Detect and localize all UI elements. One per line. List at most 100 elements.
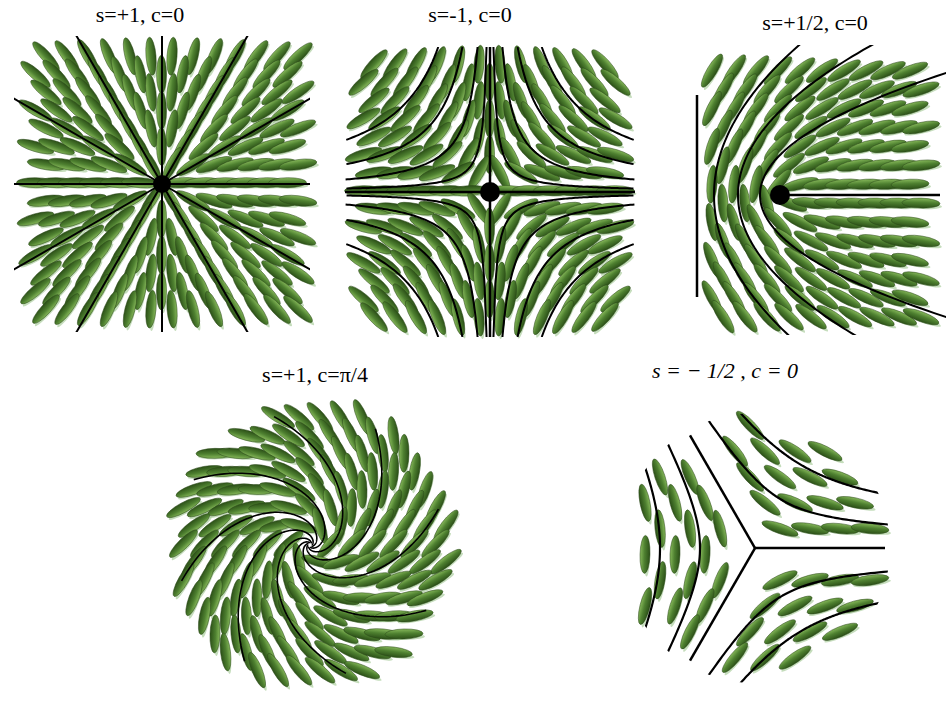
field-line (346, 204, 478, 337)
field-line (518, 220, 634, 337)
field-line (493, 195, 633, 337)
molecule (762, 462, 799, 492)
field-line (14, 184, 162, 314)
field-line (14, 183, 162, 185)
molecule (165, 73, 179, 112)
molecule (278, 157, 317, 172)
molecule (639, 535, 650, 573)
molecule (821, 620, 860, 644)
molecule (890, 98, 929, 119)
molecule (386, 416, 401, 455)
molecule (901, 233, 940, 249)
panel-half-minus (636, 396, 907, 699)
field-line (727, 599, 901, 699)
molecule (356, 470, 367, 508)
molecule (597, 104, 635, 132)
molecule (733, 460, 766, 495)
field-line (760, 45, 946, 335)
field-line (755, 547, 885, 550)
field-line (346, 244, 438, 337)
molecule (901, 118, 940, 136)
molecule (268, 177, 306, 187)
molecule (166, 37, 179, 76)
field-line (714, 45, 946, 335)
field-line (162, 184, 310, 314)
molecule (209, 615, 220, 653)
field-line (347, 195, 487, 337)
molecule (719, 433, 751, 469)
molecule (343, 658, 382, 682)
molecule (387, 452, 399, 491)
molecule (588, 300, 621, 335)
field-line (161, 184, 163, 332)
molecule (399, 434, 409, 472)
field-line (14, 54, 162, 184)
molecule (777, 643, 814, 673)
molecule (279, 193, 318, 208)
panel-hyperbolic (344, 45, 637, 340)
molecule (762, 616, 798, 647)
field-line (346, 47, 438, 140)
field-line (502, 47, 634, 180)
molecule (184, 289, 203, 328)
defect-core (480, 182, 500, 202)
field-line (194, 473, 325, 548)
molecule (891, 215, 930, 229)
field-line (690, 548, 755, 661)
molecule (405, 587, 444, 610)
molecule-group (164, 398, 464, 692)
molecule (219, 597, 232, 636)
field-line (32, 184, 162, 332)
field-line (162, 184, 292, 332)
molecule (279, 117, 318, 141)
defect-core (153, 175, 171, 193)
field-line (738, 45, 946, 335)
molecule (417, 566, 455, 593)
field-lines (14, 36, 310, 332)
field-line (346, 220, 462, 337)
molecule (166, 290, 179, 329)
molecule (97, 290, 121, 329)
molecule (719, 640, 751, 676)
molecule (747, 590, 783, 622)
molecule (218, 633, 232, 672)
molecule (902, 158, 941, 172)
field-line (238, 530, 313, 661)
molecule (891, 59, 930, 82)
field-line (690, 435, 755, 548)
field-line (162, 54, 310, 184)
field-line (32, 36, 162, 184)
field-line (307, 429, 382, 560)
field-line (638, 448, 660, 649)
molecule (268, 136, 307, 156)
molecule (425, 298, 449, 337)
field-line (347, 47, 487, 189)
field-line (161, 36, 163, 184)
molecule (366, 452, 379, 491)
molecule (278, 225, 317, 248)
field-line (162, 36, 292, 184)
field-line (726, 396, 900, 497)
molecule-group (636, 408, 892, 677)
molecule (268, 209, 307, 229)
molecule (402, 298, 430, 336)
molecule (245, 651, 269, 690)
molecule (806, 438, 844, 464)
panel-label: s=-1, c=0 (428, 2, 511, 28)
molecule (144, 37, 157, 76)
panel-label: s = − 1/2 , c = 0 (652, 358, 798, 384)
molecule (669, 535, 681, 573)
molecule (890, 251, 929, 269)
molecule-group (698, 52, 942, 337)
molecule (385, 628, 423, 639)
field-line (542, 244, 634, 337)
molecule (733, 408, 767, 442)
molecule (748, 435, 783, 468)
molecule (585, 201, 624, 216)
molecule (805, 493, 844, 513)
panel-label: s=+1, c=0 (96, 2, 185, 28)
field-line (518, 47, 634, 164)
molecule (710, 509, 729, 548)
field-lines (638, 396, 907, 699)
molecule (901, 269, 940, 289)
